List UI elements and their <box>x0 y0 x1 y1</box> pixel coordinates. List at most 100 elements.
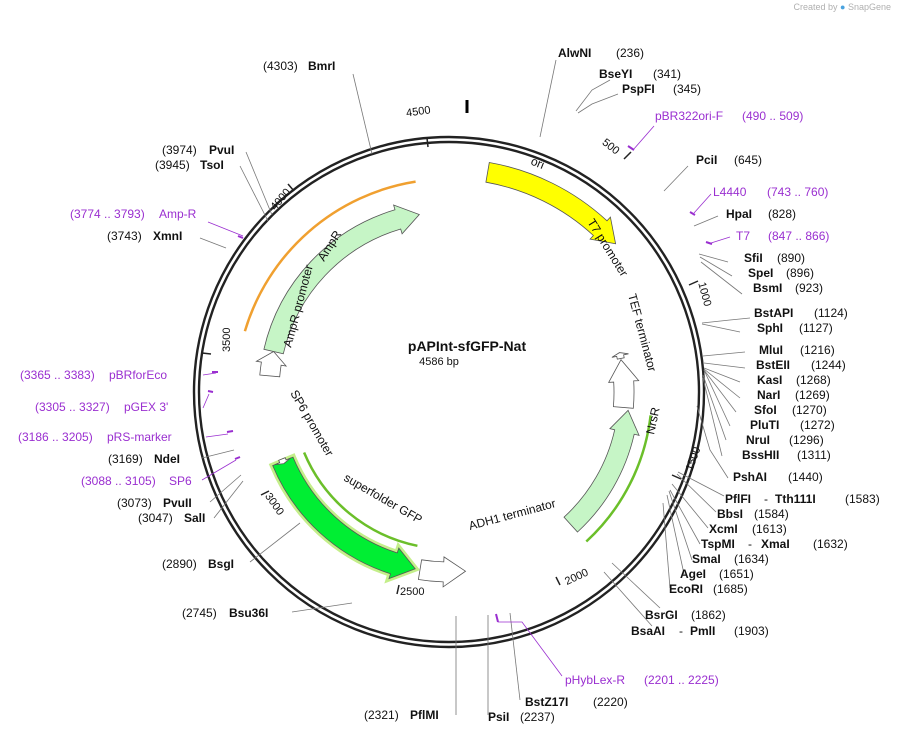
enzyme-nari[interactable]: NarI(1269) <box>757 388 830 402</box>
enzyme-name: NdeI <box>154 452 180 466</box>
snapgene-logo: ● <box>840 2 846 12</box>
enzyme-sfoi[interactable]: SfoI(1270) <box>754 403 827 417</box>
enzyme-bsteii[interactable]: BstEII(1244) <box>756 358 846 372</box>
primer-pbrforeco[interactable]: (3365 .. 3383)pBRforEco <box>20 368 167 382</box>
primer-phyblex-r[interactable]: pHybLex-R(2201 .. 2225) <box>565 673 719 687</box>
enzyme-pluti[interactable]: PluTI(1272) <box>750 418 835 432</box>
enzyme-position: (2237) <box>520 710 555 724</box>
primer-name: pGEX 3' <box>124 400 168 414</box>
enzyme-pshai[interactable]: PshAI(1440) <box>733 470 823 484</box>
enzyme-kasi[interactable]: KasI(1268) <box>757 373 831 387</box>
primer-range: (2201 .. 2225) <box>644 673 719 687</box>
enzyme-pflfi-tth111i[interactable]: PflFI-Tth111I(1583) <box>725 492 880 506</box>
feature-arrow-nrsr[interactable] <box>563 409 640 533</box>
enzyme-bsaai-pmli[interactable]: BsaAI-PmlI(1903) <box>631 624 769 638</box>
enzyme-name: KasI <box>757 373 782 387</box>
enzyme-pcii[interactable]: PciI(645) <box>696 153 762 167</box>
enzyme-bsmi[interactable]: BsmI(923) <box>753 281 823 295</box>
enzyme-separator: - <box>679 624 683 638</box>
backbone <box>192 135 706 649</box>
enzyme-bsgi[interactable]: (2890)BsgI <box>162 557 234 571</box>
nrsr-outer-arc <box>585 415 652 543</box>
primer-name: Amp-R <box>159 207 197 221</box>
tick-label: 500 <box>600 136 622 157</box>
enzyme-bstapi[interactable]: BstAPI(1124) <box>754 306 848 320</box>
primer-prs-marker[interactable]: (3186 .. 3205)pRS-marker <box>18 430 172 444</box>
enzyme-position: (2745) <box>182 606 217 620</box>
primer-amp-r[interactable]: (3774 .. 3793)Amp-R <box>70 207 197 221</box>
enzyme-position: (1244) <box>811 358 846 372</box>
enzyme-agei[interactable]: AgeI(1651) <box>680 567 754 581</box>
enzyme-name: SfoI <box>754 403 777 417</box>
primer-l4440[interactable]: L4440(743 .. 760) <box>713 185 828 199</box>
enzyme-position: (345) <box>673 82 701 96</box>
feature-arrow-ampr-promoter[interactable] <box>255 350 288 378</box>
enzyme-mlui[interactable]: MluI(1216) <box>759 343 835 357</box>
enzyme-bsshii[interactable]: BssHII(1311) <box>742 448 831 462</box>
tick-4500: 4500 <box>405 104 431 148</box>
primer-sp6[interactable]: (3088 .. 3105)SP6 <box>81 474 192 488</box>
enzymes-right: AlwNI(236) BseYI(341) PspFI(345) PciI(64… <box>525 46 880 709</box>
enzyme-name: SphI <box>757 321 783 335</box>
feature-label-ori: ori <box>529 154 547 172</box>
enzyme-pvui[interactable]: (3974)PvuI <box>162 143 234 157</box>
enzyme-xmni[interactable]: (3743)XmnI <box>107 229 182 243</box>
enzyme-bsrgi[interactable]: BsrGI(1862) <box>645 608 726 622</box>
enzyme-hpai[interactable]: HpaI(828) <box>726 207 796 221</box>
enzyme-bbsi[interactable]: BbsI(1584) <box>717 507 789 521</box>
primer-range: (3088 .. 3105) <box>81 474 156 488</box>
feature-label-adh1-terminator: ADH1 terminator <box>467 496 557 533</box>
feature-arrow-tef-terminator[interactable] <box>608 358 640 409</box>
enzyme-pvuii[interactable]: (3073)PvuII <box>117 496 192 510</box>
enzyme-smai[interactable]: SmaI(1634) <box>692 552 769 566</box>
enzyme-tspmi-xmai[interactable]: TspMI-XmaI(1632) <box>701 537 848 551</box>
feature-arrow-ampr[interactable] <box>263 204 420 355</box>
enzyme-ecori[interactable]: EcoRI(1685) <box>669 582 748 596</box>
tick-500: 500 <box>600 136 632 160</box>
primer-pbr322ori-f[interactable]: pBR322ori-F(490 .. 509) <box>655 109 803 123</box>
primer-pgex-3[interactable]: (3305 .. 3327)pGEX 3' <box>35 400 168 414</box>
enzyme-bmri[interactable]: (4303)BmrI <box>263 59 335 73</box>
enzyme-position: (3945) <box>155 158 190 172</box>
feature-arrow-sp6-promoter[interactable] <box>274 457 291 465</box>
enzyme-position: (2220) <box>593 695 628 709</box>
tick-label: 3000 <box>262 491 286 518</box>
enzyme-sfii[interactable]: SfiI(890) <box>744 251 805 265</box>
enzyme-tsoi[interactable]: (3945) TsoI <box>155 158 224 172</box>
enzyme-xcmi[interactable]: XcmI(1613) <box>709 522 787 536</box>
enzyme-psii[interactable]: PsiI(2237) <box>488 710 555 724</box>
tick-2000: 2000 <box>555 567 590 588</box>
enzyme-name: BsaAI <box>631 624 665 638</box>
enzyme-position: (3974) <box>162 143 197 157</box>
enzyme-bstz17i[interactable]: BstZ17I(2220) <box>525 695 628 709</box>
enzyme-name: BmrI <box>308 59 335 73</box>
enzyme-position: (3047) <box>138 511 173 525</box>
enzyme-name: BbsI <box>717 507 743 521</box>
enzyme-bsu36i[interactable]: (2745)Bsu36I <box>182 606 268 620</box>
tick-2500: 2500 <box>396 584 424 598</box>
enzyme-name: BseYI <box>599 67 632 81</box>
enzyme-sphi[interactable]: SphI (1127) <box>757 321 833 335</box>
primer-t7[interactable]: T7(847 .. 866) <box>736 229 829 243</box>
enzyme-position: (2890) <box>162 557 197 571</box>
enzyme-name: NruI <box>746 433 770 447</box>
feature-arrow-adh1-terminator[interactable] <box>417 556 467 588</box>
feature-arrow-ori[interactable] <box>485 162 617 245</box>
enzyme-position: (1127) <box>799 321 833 335</box>
enzyme-nrui[interactable]: NruI(1296) <box>746 433 824 447</box>
tick-label: 2500 <box>400 586 424 598</box>
feature-arrow-t7-promoter[interactable] <box>611 352 629 360</box>
enzyme-sali[interactable]: (3047)SalI <box>138 511 205 525</box>
enzyme-spei[interactable]: SpeI(896) <box>748 266 814 280</box>
enzyme-bseyi[interactable]: BseYI(341) <box>599 67 681 81</box>
enzyme-name: TsoI <box>200 158 224 172</box>
enzyme-position: (1632) <box>813 537 848 551</box>
enzyme-pspfi[interactable]: PspFI(345) <box>622 82 701 96</box>
enzyme-pflmi[interactable]: (2321)PflMI <box>364 708 439 722</box>
feature-arrow-superfolder-gfp[interactable] <box>272 456 416 580</box>
enzyme-name: PflMI <box>410 708 439 722</box>
enzyme-alwni[interactable]: AlwNI(236) <box>558 46 644 60</box>
enzyme-position: (3743) <box>107 229 142 243</box>
enzyme-ndei[interactable]: (3169)NdeI <box>108 452 180 466</box>
